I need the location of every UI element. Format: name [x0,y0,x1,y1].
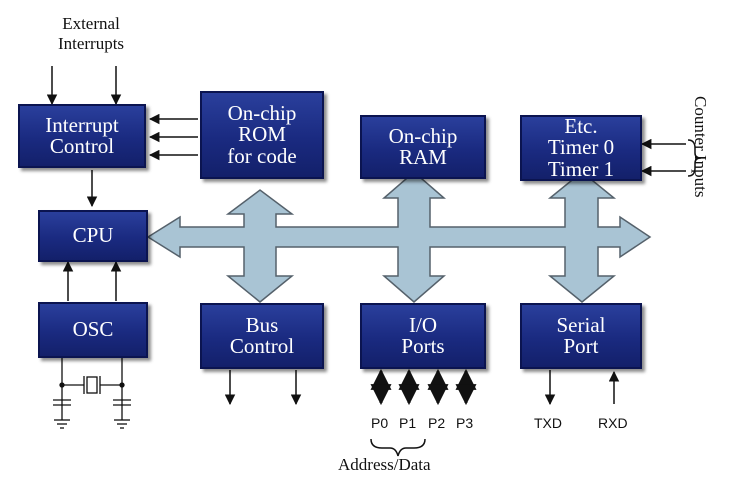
timers-line-2: Timer 0 [547,135,615,160]
internal-bus-arrow [146,171,652,303]
port-arrows [370,368,477,406]
counter-inputs-brace [687,139,702,177]
txd-label: TXD [534,415,562,431]
interrupt-control-block: Interrupt Control [18,104,146,168]
osc-label: OSC [72,317,114,342]
interrupt-control-line-1: Interrupt [45,112,119,137]
bus-control-line-2: Control [229,334,295,358]
rom-block: On-chip ROM for code [200,91,324,179]
address-data-brace [370,438,426,457]
port-p0-label: P0 [371,415,389,431]
port-p1-label: P1 [399,415,417,431]
port-p2-label: P2 [428,415,446,431]
external-interrupts-line-1: External [62,14,120,33]
crystal-circuit [53,358,131,429]
cpu-label: CPU [72,223,114,248]
external-interrupts-line-2: Interrupts [57,33,125,53]
io-ports-line-2: Ports [401,334,445,358]
io-ports-block: I/O Ports [360,303,486,369]
rom-line-2: ROM [238,122,286,147]
rxd-label: RXD [598,415,628,431]
io-ports-line-1: I/O [409,312,437,337]
interrupt-control-line-2: Control [49,134,115,158]
external-interrupts-label: External Interrupts [36,14,146,53]
timers-line-3: Timer 1 [547,156,615,181]
cpu-block: CPU [38,210,148,262]
counter-inputs-label: Counter Inputs [691,96,710,198]
address-data-label: Address/Data [338,455,431,474]
osc-block: OSC [38,302,148,358]
timers-block: Etc. Timer 0 Timer 1 [520,115,642,181]
ram-block: On-chip RAM [360,115,486,179]
rom-line-3: for code [227,143,297,168]
port-p3-label: P3 [456,415,474,431]
bus-control-block: Bus Control [200,303,324,369]
timers-line-1: Etc. [564,113,598,138]
serial-port-block: Serial Port [520,303,642,369]
serial-port-line-1: Serial [556,312,606,337]
bus-control-line-1: Bus [245,312,279,337]
rom-line-1: On-chip [227,100,297,125]
ram-line-2: RAM [399,145,447,169]
serial-port-line-2: Port [563,334,599,358]
ram-line-1: On-chip [388,123,458,148]
